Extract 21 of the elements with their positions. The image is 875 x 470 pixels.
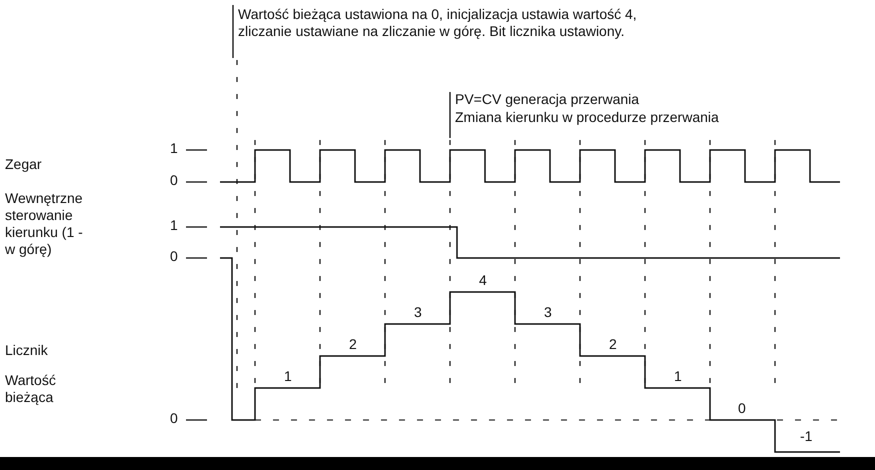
signal-label: Wewnętrzne sterowanie kierunku (1 - w górę) bbox=[5, 190, 84, 258]
annotation-text: Wartość bieżąca ustawiona na 0, inicjalizacja ustawia wartość 4, zliczanie ustawiane na zliczanie w górę. Bit licznika ustawiony. bbox=[238, 6, 638, 40]
value-label: 1 bbox=[674, 368, 682, 385]
annotation-text: Zmiana kierunku w procedurze przerwania bbox=[455, 109, 719, 126]
value-label: -1 bbox=[800, 428, 812, 445]
annotation-text: PV=CV generacja przerwania bbox=[455, 91, 640, 108]
value-label: 0 bbox=[738, 400, 746, 417]
value-label: 3 bbox=[544, 304, 552, 321]
value-label: 3 bbox=[414, 304, 422, 321]
value-label: 4 bbox=[479, 272, 487, 289]
value-label: 2 bbox=[609, 336, 617, 353]
value-label: 2 bbox=[349, 336, 357, 353]
level-label: 0 bbox=[170, 248, 178, 265]
signal-label: Zegar bbox=[5, 156, 42, 173]
level-label: 0 bbox=[170, 172, 178, 189]
level-label: 0 bbox=[170, 410, 178, 427]
level-label: 1 bbox=[170, 217, 178, 234]
signal-label: Wartość bieżąca bbox=[5, 372, 57, 406]
signal-label: Licznik bbox=[5, 342, 48, 359]
level-label: 1 bbox=[170, 140, 178, 157]
value-label: 1 bbox=[284, 368, 292, 385]
